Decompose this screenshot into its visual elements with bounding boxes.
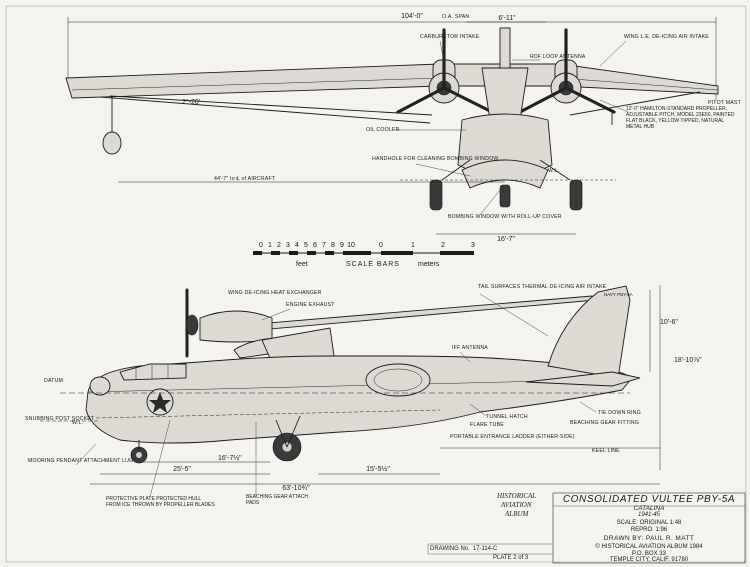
feet-tick-8: 8: [331, 242, 335, 249]
dim-16-7: 16'-7½": [218, 454, 242, 462]
aircraft-name: CATALINA: [633, 505, 665, 512]
scale-original: SCALE: ORIGINAL 1:48: [616, 520, 682, 526]
feet-tick-10: 10: [347, 242, 355, 249]
feet-tick-6: 6: [313, 242, 317, 249]
feet-tick-7: 7: [322, 242, 326, 249]
plate-number: PLATE 2 of 3: [493, 555, 529, 561]
meter-tick-2: 2: [441, 242, 445, 249]
fin-code: NAVY PBY-5A: [604, 292, 633, 297]
beaching-fitting-label: BEACHING GEAR FITTING: [570, 420, 639, 426]
wing-pylon: [481, 67, 529, 121]
engine-spacing-dim: 6'-11": [498, 15, 516, 22]
scale-repro: REPRO. 1:96: [630, 527, 668, 533]
propeller-right: [518, 28, 616, 114]
overall-length-dim: 63'-10¾": [282, 485, 310, 492]
drawn-by: DRAWN BY: PAUL R. MATT: [603, 535, 695, 542]
wing-strut-right: [569, 91, 701, 116]
front-view: 104'-0" O.A. SPAN: [65, 13, 742, 243]
wing: [65, 63, 719, 99]
tie-down-label: TIE DOWN RING: [598, 410, 641, 416]
feet-tick-2: 2: [277, 242, 281, 249]
horizontal-stabilizer: [525, 371, 641, 387]
tail-deice-label: TAIL SURFACES THERMAL DE-ICING AIR INTAK…: [478, 284, 607, 290]
iff-label: IFF ANTENNA: [452, 345, 488, 351]
gear-track-dim: 16'-7": [497, 236, 515, 243]
aircraft-title: CONSOLIDATED VULTEE PBY-5A: [562, 494, 736, 505]
wingtip-float: [102, 131, 122, 155]
rdf-loop-mast: [499, 27, 511, 69]
hull-chine: [87, 379, 591, 393]
rdf-label: RDF LOOP ANTENNA: [530, 54, 586, 60]
feet-tick-1: 1: [268, 242, 272, 249]
scale-bars: 0 1 2 3 4 5 6 7 8 9 10 0 1 2 3 feet SCAL…: [253, 242, 475, 268]
handhole-label: HANDHOLE FOR CLEANING BOMBING WINDOW: [372, 156, 499, 162]
meter-tick-3: 3: [471, 242, 475, 249]
meter-scale: [381, 251, 474, 255]
service-years: 1941-45: [637, 512, 661, 518]
flare-tube-label: FLARE TUBE: [470, 422, 504, 428]
meter-tick-0: 0: [379, 242, 383, 249]
po-box: P.O. BOX 33: [632, 551, 666, 557]
dihedral-dim: 2°-20': [182, 98, 200, 106]
feet-tick-5: 5: [304, 242, 308, 249]
title-block: CONSOLIDATED VULTEE PBY-5A CATALINA 1941…: [553, 494, 745, 564]
beaching-pads-note: BEACHING GEAR ATTACH PADS: [246, 494, 308, 506]
tail-height-dim: 10'-6": [660, 319, 678, 326]
span-dimension: 104'-0": [401, 13, 423, 20]
propeller-note: 12'-0" HAMILTON-STANDARD PROPELLER, ADJU…: [626, 106, 735, 130]
dim-15-5: 15'-5½": [366, 465, 390, 473]
snubbing-label: SNUBBING POST SOCKET: [25, 416, 95, 422]
feet-scale: [253, 251, 371, 255]
feet-tick-3: 3: [286, 242, 290, 249]
copyright: © HISTORICAL AVIATION ALBUM 1984: [595, 544, 703, 550]
feet-tick-4: 4: [295, 242, 299, 249]
historical-aviation-album-logo: HISTORICAL AVIATION ALBUM: [497, 492, 537, 518]
hull-side: [85, 355, 633, 444]
pitot-label: PITOT MAST: [708, 100, 742, 106]
datum-label: DATUM: [44, 378, 63, 384]
carburetor-label: CARBURETOR INTAKE: [420, 34, 480, 40]
wing-deice-hx-label: WING DE-ICING HEAT EXCHANGER: [228, 290, 322, 296]
nose-turret: [89, 376, 111, 396]
span-tag: O.A. SPAN: [442, 14, 469, 20]
meter-tick-1: 1: [411, 242, 415, 249]
nose-wheel: [499, 184, 511, 208]
wing-deice-label: WING L.E. DE-ICING AIR INTAKE: [624, 34, 709, 40]
overall-height-dim: 18'-10⅞": [674, 357, 702, 364]
feet-label: feet: [296, 261, 308, 268]
engine-nacelle-side: [199, 310, 273, 343]
wl-label-front: W.L.: [548, 168, 559, 174]
feet-tick-9: 9: [340, 242, 344, 249]
vertical-fin: [547, 285, 631, 379]
scale-bars-title: SCALE BARS: [346, 261, 400, 268]
dim-25-5: 25'-5": [173, 466, 191, 473]
drawing-number-label: DRAWING No.: [430, 546, 470, 552]
tunnel-hatch-label: TUNNEL HATCH: [486, 414, 528, 420]
cockpit-glazing: [119, 363, 187, 381]
city: TEMPLE CITY, CALIF. 91780: [609, 557, 689, 563]
wl-label-side: W.L.: [72, 420, 83, 426]
oil-cooler-label: OIL COOLER: [366, 127, 400, 133]
title-block-frame: [552, 492, 746, 564]
main-wheel-right: [569, 179, 583, 211]
feet-tick-0: 0: [259, 242, 263, 249]
mooring-label: MOORING PENDANT ATTACHMENT LUG: [28, 458, 133, 464]
main-wheel-left: [429, 179, 443, 211]
drawing-number: DRAWING No.17-114-C: [430, 546, 497, 552]
engine-exhaust-label: ENGINE EXHAUST: [286, 302, 335, 308]
side-view: NAVY PBY-5A 10'-6" 18'-10⅞" 25'-5" 16'-7…: [25, 284, 702, 508]
propeller-left: [396, 28, 494, 114]
drawing-number-value: 17-114-C: [472, 546, 498, 552]
cl-distance-dim: 44'-7" to ℄ of AIRCRAFT: [214, 176, 276, 182]
bombing-window-label: BOMBING WINDOW WITH ROLL-UP COVER: [448, 214, 562, 220]
wing-strut-left: [109, 95, 433, 116]
meters-label: meters: [418, 261, 440, 268]
keel-line-label: KEEL LINE: [592, 448, 620, 454]
protective-plate-note: PROTECTIVE PLATE PROTECTED HULL FROM ICE…: [106, 496, 215, 508]
portable-ladder-label: PORTABLE ENTRANCE LADDER (EITHER SIDE): [450, 434, 575, 440]
